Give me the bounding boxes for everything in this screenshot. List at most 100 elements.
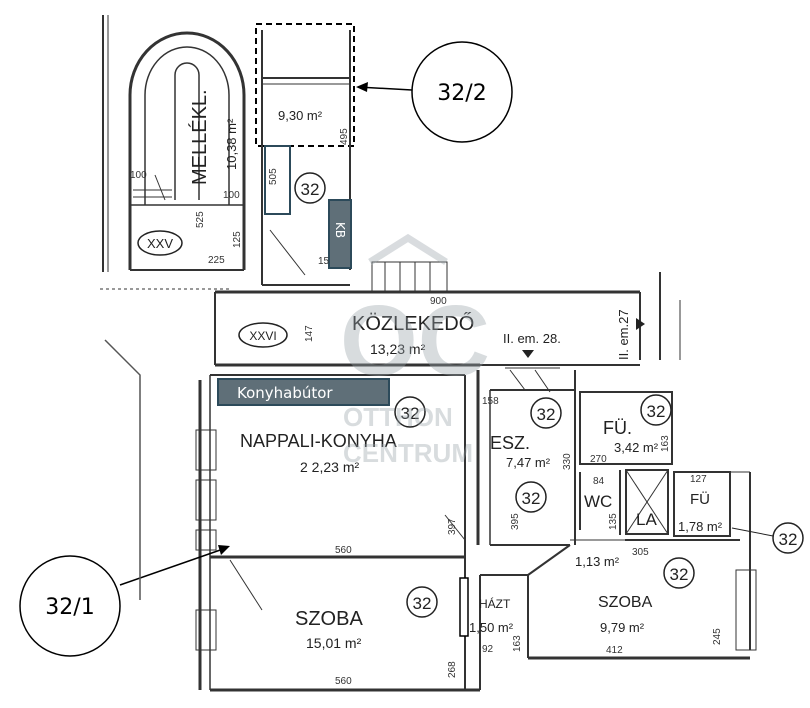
szoba1-name: SZOBA — [295, 608, 363, 630]
floor-arrow-left — [522, 350, 534, 358]
fu1-name: FÜ. — [603, 418, 632, 438]
marker-xxvi-oval — [238, 322, 288, 348]
konyhabutor-label: Konyhabútor — [237, 384, 333, 402]
unit-circle-szoba2 — [663, 557, 695, 589]
callout-top-arrow — [356, 82, 368, 92]
dim-330: 330 — [562, 453, 573, 470]
unit-circle-storage — [294, 172, 326, 204]
watermark-line1: OTTHON — [343, 402, 453, 432]
kb-box — [328, 199, 352, 269]
callout-fu2-line — [731, 527, 774, 537]
unit-label-esz: 32 — [537, 405, 556, 424]
dim-127: 127 — [690, 474, 707, 485]
la-name: LA — [636, 510, 657, 529]
dim-84: 84 — [593, 476, 605, 487]
mellek-area: 10,38 m² — [224, 118, 239, 170]
szoba1-area: 15,01 m² — [306, 635, 362, 651]
dim-270: 270 — [590, 454, 607, 465]
callout-top-circle — [411, 41, 513, 143]
fu1-area: 3,42 m² — [614, 440, 659, 455]
marker-xxv-oval — [137, 230, 183, 256]
dim-412: 412 — [606, 645, 623, 656]
kozlekedo-area: 13,23 m² — [370, 341, 426, 357]
callout-left-line — [119, 547, 227, 586]
nappali-area: 2 2,23 m² — [300, 459, 359, 475]
unit-label-szoba1: 32 — [413, 594, 432, 613]
nappali-name: NAPPALI-KONYHA — [240, 431, 397, 451]
unit-circle-wc — [515, 481, 547, 513]
esz-name: ESZ. — [490, 433, 530, 453]
watermark-logo: OC — [340, 285, 490, 397]
watermark-line2: CENTRUM — [343, 438, 473, 468]
marker-xxv: XXV — [147, 236, 173, 251]
dim-268: 268 — [447, 661, 458, 678]
fu2-area: 1,78 m² — [678, 519, 723, 534]
callout-top-label: 32/2 — [437, 81, 486, 106]
marker-xxvi: XXVI — [249, 329, 276, 343]
dim-125: 125 — [232, 231, 243, 248]
outer-edge-left — [104, 339, 141, 600]
storage-area: 9,30 m² — [278, 108, 323, 123]
overlay-box-left — [264, 145, 291, 215]
watermark: OC OTTHON CENTRUM — [340, 233, 490, 468]
dim-15: 15 — [318, 256, 330, 267]
mellek-room — [100, 15, 246, 290]
esz-area: 7,47 m² — [506, 455, 551, 470]
hazt-name: HÁZT — [479, 596, 511, 611]
szoba2-area: 9,79 m² — [600, 620, 645, 635]
unit-circle-esz — [530, 397, 562, 429]
dim-395: 395 — [510, 513, 521, 530]
unit-label-wc: 32 — [522, 489, 541, 508]
unit-circle-fu2 — [772, 522, 804, 554]
nappali-walls — [195, 374, 466, 690]
floor-label-right: II. em.27 — [616, 309, 631, 360]
floor-arrow-right — [636, 318, 645, 330]
dim-495: 495 — [339, 128, 350, 145]
wc-la-walls — [490, 469, 669, 546]
dim-225: 225 — [208, 255, 225, 266]
dim-147: 147 — [304, 325, 315, 342]
dim-305: 305 — [632, 547, 649, 558]
unit-label-szoba2: 32 — [670, 565, 689, 584]
callout-left-arrow — [218, 545, 230, 555]
dim-397: 397 — [447, 518, 458, 535]
unit-circle-szoba1 — [406, 586, 438, 618]
dim-100b: 100 — [223, 190, 240, 201]
callout-left-circle — [19, 555, 121, 657]
unit-circle-fu1 — [640, 394, 672, 426]
hazt-area: 1,50 m² — [469, 620, 514, 635]
mellek-name: MELLÉKL. — [188, 89, 211, 185]
dim-245: 245 — [712, 628, 723, 645]
esz-walls — [476, 367, 576, 545]
dim-92: 92 — [482, 644, 494, 655]
hazt-box — [459, 577, 469, 637]
dim-135: 135 — [608, 513, 619, 530]
szoba2-name: SZOBA — [598, 594, 653, 611]
callout-left-label: 32/1 — [45, 595, 94, 620]
unit-circle-nappali — [394, 396, 426, 428]
dim-100a: 100 — [130, 170, 147, 181]
szoba2-walls — [479, 539, 757, 690]
wc-name: WC — [584, 492, 612, 511]
dim-505: 505 — [268, 168, 279, 185]
unit-label-nappali: 32 — [401, 404, 420, 423]
kb-label: KB — [333, 222, 347, 238]
unit-label-fu2: 32 — [779, 530, 798, 549]
dim-560b: 560 — [335, 676, 352, 687]
dim-163: 163 — [660, 435, 671, 452]
fu2-walls — [673, 471, 751, 650]
dim-900: 900 — [430, 296, 447, 307]
corridor-walls — [214, 261, 681, 367]
fu1-walls — [579, 391, 673, 465]
unit-label-fu1: 32 — [647, 402, 666, 421]
dim-560a: 560 — [335, 545, 352, 556]
dim-163b: 163 — [512, 635, 523, 652]
unit-label-storage: 32 — [301, 180, 320, 199]
kozlekedo-name: KÖZLEKEDŐ — [352, 312, 474, 335]
dim-158: 158 — [482, 396, 499, 407]
small-area: 1,13 m² — [575, 554, 620, 569]
konyhabutor-box — [217, 378, 390, 406]
floor-label-left: II. em. 28. — [503, 331, 561, 346]
fu2-name: FÜ — [690, 490, 710, 508]
